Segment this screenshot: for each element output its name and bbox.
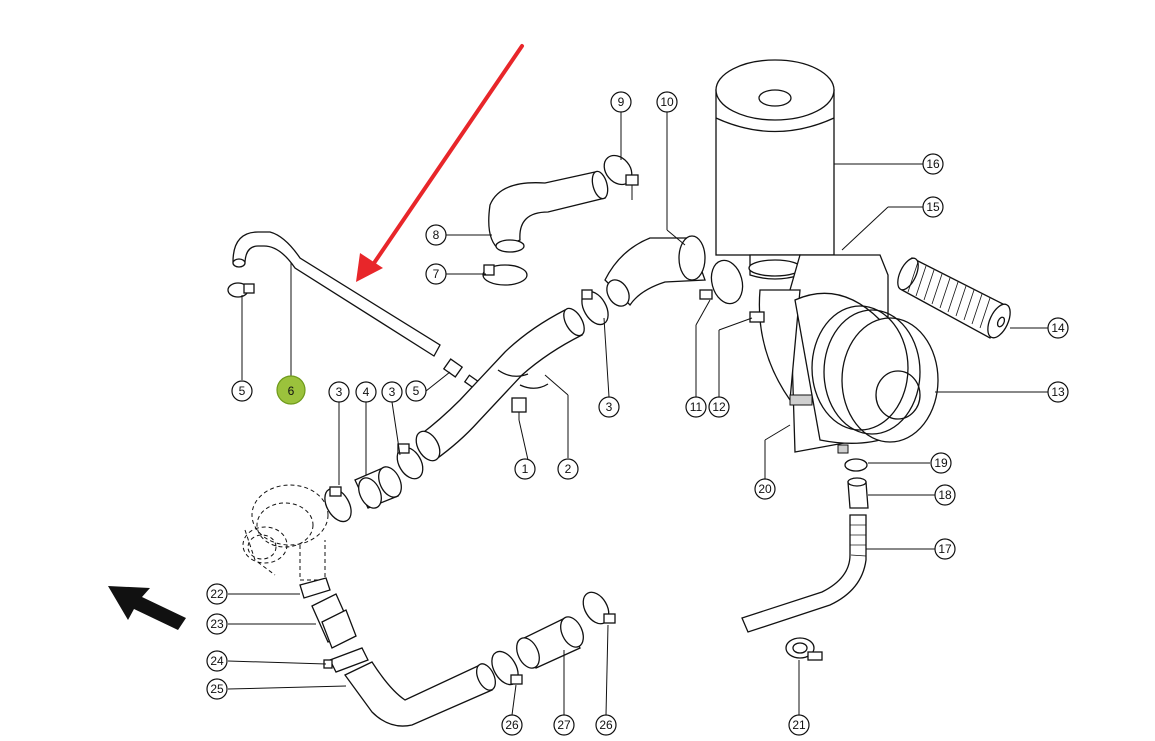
callout-label: 20 — [758, 482, 772, 496]
callout-label: 2 — [565, 462, 572, 476]
callout-3-b: 3 — [381, 381, 403, 403]
clamp-26-left — [491, 650, 523, 686]
callout-23: 23 — [206, 613, 228, 635]
callout-3-c: 3 — [598, 396, 620, 418]
callout-label: 7 — [433, 267, 440, 281]
callout-5-a: 5 — [231, 380, 253, 402]
callout-27: 27 — [553, 714, 575, 736]
callout-label: 4 — [363, 385, 370, 399]
sleeve-4 — [354, 466, 402, 509]
clamp-5-left — [227, 282, 255, 298]
callout-label: 15 — [926, 200, 940, 214]
callout-10: 10 — [656, 91, 678, 113]
drain-hose-17 — [741, 514, 867, 633]
precleaner-drum — [789, 292, 939, 454]
clamp-7 — [482, 264, 528, 286]
callout-label: 23 — [210, 617, 224, 631]
callout-17: 17 — [934, 538, 956, 560]
callout-label: 26 — [505, 718, 519, 732]
intake-pipe-2 — [415, 307, 585, 462]
callout-label: 5 — [413, 384, 420, 398]
bracket-12 — [749, 311, 765, 323]
sleeve-27 — [516, 616, 584, 669]
callout-label: 3 — [336, 385, 343, 399]
callout-14: 14 — [1047, 317, 1069, 339]
red-pointer-arrow — [356, 44, 524, 282]
hose-25 — [344, 661, 497, 727]
clamp-19 — [844, 458, 868, 472]
leader-lines — [227, 112, 1048, 716]
callout-label: 27 — [557, 718, 571, 732]
filter-element — [897, 257, 1011, 339]
callout-2: 2 — [557, 458, 579, 480]
callout-label: 24 — [210, 654, 224, 668]
callout-26-b: 26 — [595, 714, 617, 736]
callout-label: 1 — [522, 462, 529, 476]
callout-label: 5 — [239, 384, 246, 398]
pipe-clip-21 — [785, 637, 823, 661]
callout-label: 8 — [433, 228, 440, 242]
sensor-1 — [511, 397, 527, 420]
callout-19: 19 — [930, 452, 952, 474]
callout-3-a: 3 — [328, 381, 350, 403]
callout-label: 13 — [1051, 385, 1065, 399]
callout-label: 3 — [606, 400, 613, 414]
clamp-3-mid — [396, 443, 424, 480]
adapter-18 — [847, 477, 869, 509]
callout-15: 15 — [922, 196, 944, 218]
callout-7: 7 — [425, 263, 447, 285]
callout-label: 16 — [926, 157, 940, 171]
callout-8: 8 — [425, 224, 447, 246]
callout-24: 24 — [206, 650, 228, 672]
clamp-3-low — [324, 486, 352, 523]
callout-25: 25 — [206, 678, 228, 700]
nipple-22 — [299, 577, 331, 599]
elbow-hose-10 — [604, 235, 706, 307]
clamp-9 — [603, 154, 639, 200]
callout-label: 10 — [660, 95, 674, 109]
callout-label: 3 — [389, 385, 396, 399]
callout-label: 22 — [210, 587, 224, 601]
callout-16: 16 — [922, 153, 944, 175]
callout-26-a: 26 — [501, 714, 523, 736]
turbocharger-outline — [242, 484, 329, 581]
hose-8 — [488, 170, 609, 253]
callout-12: 12 — [708, 396, 730, 418]
callout-label: 21 — [792, 718, 806, 732]
breather-hose-6 — [232, 231, 441, 357]
clamp-11 — [699, 259, 744, 305]
callout-label: 26 — [599, 718, 613, 732]
flow-direction-arrow — [108, 586, 186, 630]
callout-13: 13 — [1047, 381, 1069, 403]
callout-label: 14 — [1051, 321, 1065, 335]
callout-20: 20 — [754, 478, 776, 500]
callout-4: 4 — [355, 381, 377, 403]
callout-label: 25 — [210, 682, 224, 696]
callout-5-b: 5 — [405, 380, 427, 402]
clamp-26-right — [582, 591, 616, 625]
callout-9: 9 — [610, 91, 632, 113]
callout-1: 1 — [514, 458, 536, 480]
reducer-23 — [311, 593, 357, 649]
callout-18: 18 — [934, 484, 956, 506]
callout-21: 21 — [788, 714, 810, 736]
callout-6: 6 — [276, 375, 306, 405]
callout-label: 19 — [934, 456, 948, 470]
callout-label: 17 — [938, 542, 952, 556]
callout-label: 12 — [712, 400, 726, 414]
callout-11: 11 — [685, 396, 707, 418]
callout-label: 18 — [938, 488, 952, 502]
callout-label: 6 — [288, 384, 295, 398]
callout-22: 22 — [206, 583, 228, 605]
callout-label: 9 — [618, 95, 625, 109]
callout-label: 11 — [690, 400, 703, 414]
